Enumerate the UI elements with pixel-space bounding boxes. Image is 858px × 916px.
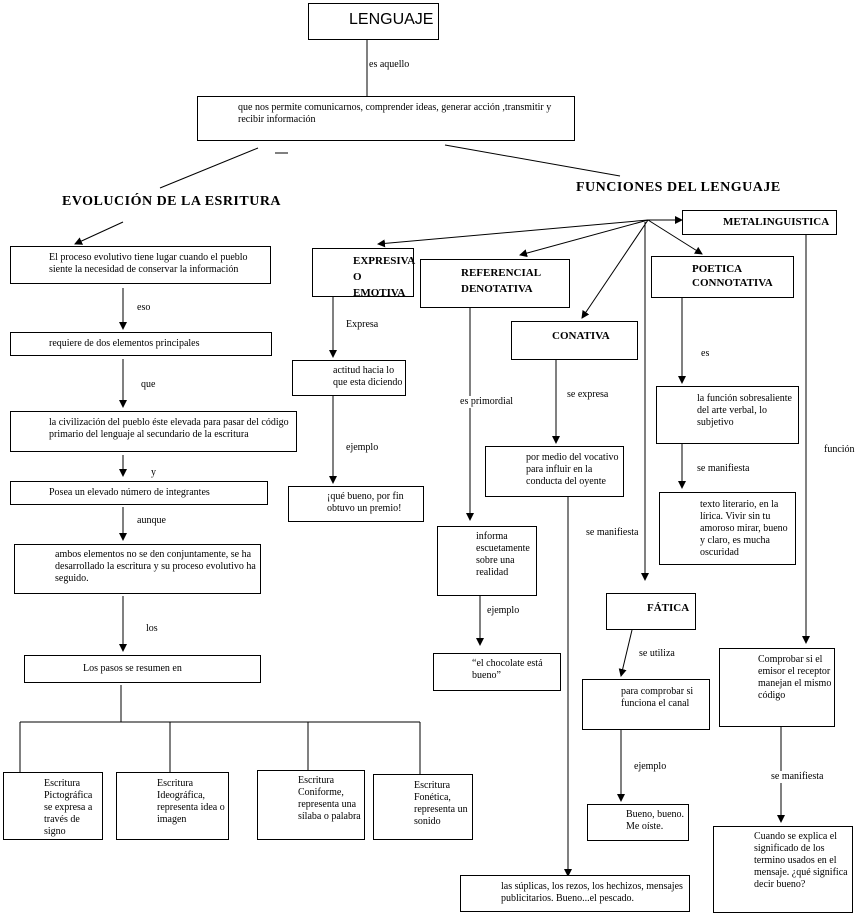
pasos-box: Los pasos se resumen en bbox=[24, 655, 261, 683]
comprobar-box: Comprobar si el emisor el receptor manej… bbox=[719, 648, 835, 727]
label-se-utiliza: se utiliza bbox=[639, 648, 675, 660]
posea-text: Posea un elevado número de integrantes bbox=[49, 487, 210, 498]
expresiva-box: EXPRESIVA O EMOTIVA bbox=[312, 248, 415, 299]
definicion-text: que nos permite comunicarnos, comprender… bbox=[238, 102, 552, 125]
proceso-box: El proceso evolutivo tiene lugar cuando … bbox=[10, 246, 271, 284]
civilizacion-box: la civilización del pueblo éste elevada … bbox=[10, 411, 297, 452]
label-los: los bbox=[146, 623, 158, 635]
label-referencial-ejemplo: ejemplo bbox=[487, 605, 520, 617]
label-poetica-es: es bbox=[701, 348, 710, 360]
posea-box: Posea un elevado número de integrantes bbox=[10, 481, 268, 505]
pasos-text: Los pasos se resumen en bbox=[83, 663, 182, 674]
escritura-fonetica-text: Escritura Fonética, representa un sonido bbox=[414, 780, 468, 827]
referencial-ejemplo-box: “el chocolate está bueno” bbox=[433, 653, 561, 691]
cuando-box: Cuando se explica el significado de los … bbox=[713, 826, 853, 913]
canal-box: para comprobar si funciona el canal bbox=[582, 679, 710, 730]
referencial-box: REFERENCIAL DENOTATIVA bbox=[420, 259, 570, 308]
civilizacion-text: la civilización del pueblo éste elevada … bbox=[49, 417, 289, 440]
informa-box: informa escuetamente sobre una realidad bbox=[437, 526, 537, 596]
comprobar-text: Comprobar si el emisor el receptor manej… bbox=[758, 654, 832, 701]
cuando-text: Cuando se explica el significado de los … bbox=[754, 831, 848, 890]
metalinguistica-box: METALINGUISTICA bbox=[682, 210, 837, 235]
referencial-title: REFERENCIAL DENOTATIVA bbox=[461, 267, 541, 295]
expresiva-title: EXPRESIVA O EMOTIVA bbox=[353, 255, 415, 299]
expresiva-ejemplo-text: ¡qué bueno, por fin obtuvo un premio! bbox=[327, 491, 404, 514]
vocativo-text: por medio del vocativo para influir en l… bbox=[526, 452, 619, 487]
label-es-primordial: es primordial bbox=[460, 396, 514, 408]
escritura-ideografica-box: Escritura Ideográfica, representa idea o… bbox=[116, 772, 229, 840]
informa-text: informa escuetamente sobre una realidad bbox=[476, 531, 530, 578]
definicion-box: que nos permite comunicarnos, comprender… bbox=[197, 96, 575, 141]
metalinguistica-title: METALINGUISTICA bbox=[723, 216, 830, 228]
conativa-title: CONATIVA bbox=[552, 330, 610, 342]
canal-text: para comprobar si funciona el canal bbox=[621, 686, 694, 709]
fatica-title: FÁTICA bbox=[647, 602, 690, 614]
label-expresiva-ejemplo: ejemplo bbox=[346, 442, 379, 454]
label-poetica-se-manifiesta: se manifiesta bbox=[697, 463, 750, 475]
label-meta-se-manifiesta: se manifiesta bbox=[771, 771, 824, 783]
lenguaje-title: LENGUAJE bbox=[349, 11, 434, 28]
fatica-box: FÁTICA bbox=[606, 593, 696, 630]
label-fatica-ejemplo: ejemplo bbox=[634, 761, 667, 773]
actitud-text: actitud hacia lo que esta diciendo bbox=[333, 365, 403, 388]
requiere-box: requiere de dos elementos principales bbox=[10, 332, 272, 356]
poetica-funcion-box: la función sobresaliente del arte verbal… bbox=[656, 386, 799, 444]
lenguaje-title-box: LENGUAJE bbox=[308, 3, 439, 40]
suplicas-text: las súplicas, los rezos, los hechizos, m… bbox=[501, 881, 683, 904]
label-aunque: aunque bbox=[137, 515, 166, 527]
proceso-text: El proceso evolutivo tiene lugar cuando … bbox=[49, 252, 248, 275]
funciones-heading: FUNCIONES DEL LENGUAJE bbox=[576, 180, 781, 195]
ambos-box: ambos elementos no se den conjuntamente,… bbox=[14, 544, 261, 594]
label-y: y bbox=[151, 467, 156, 479]
label-se-expresa: se expresa bbox=[567, 389, 609, 401]
label-eso: eso bbox=[137, 302, 151, 314]
evolucion-heading: EVOLUCIÓN DE LA ESRITURA bbox=[62, 194, 282, 209]
poetica-box: POETICA CONNOTATIVA bbox=[651, 256, 794, 298]
actitud-box: actitud hacia lo que esta diciendo bbox=[292, 360, 406, 396]
poetica-title: POETICA CONNOTATIVA bbox=[692, 263, 773, 289]
ambos-text: ambos elementos no se den conjuntamente,… bbox=[55, 549, 256, 584]
label-expresa: Expresa bbox=[346, 319, 379, 331]
conativa-box: CONATIVA bbox=[511, 321, 638, 360]
escritura-coniforme-text: Escritura Coniforme, representa una síla… bbox=[298, 775, 361, 822]
escritura-pictografica-box: Escritura Pictográfica se expresa a trav… bbox=[3, 772, 103, 840]
suplicas-box: las súplicas, los rezos, los hechizos, m… bbox=[460, 875, 690, 912]
texto-literario-box: texto literario, en la lírica. Vivir sin… bbox=[659, 492, 796, 565]
fatica-ejemplo-text: Bueno, bueno. Me oíste. bbox=[626, 809, 685, 832]
referencial-ejemplo-text: “el chocolate está bueno” bbox=[472, 658, 543, 681]
requiere-text: requiere de dos elementos principales bbox=[49, 338, 200, 349]
label-que: que bbox=[141, 379, 156, 391]
escritura-fonetica-box: Escritura Fonética, representa un sonido bbox=[373, 774, 473, 840]
escritura-ideografica-text: Escritura Ideográfica, representa idea o… bbox=[157, 778, 225, 825]
label-funcion: función bbox=[824, 444, 855, 456]
expresiva-ejemplo-box: ¡qué bueno, por fin obtuvo un premio! bbox=[288, 486, 424, 522]
texto-literario-text: texto literario, en la lírica. Vivir sin… bbox=[700, 499, 788, 558]
escritura-coniforme-box: Escritura Coniforme, representa una síla… bbox=[257, 770, 365, 840]
escritura-pictografica-text: Escritura Pictográfica se expresa a trav… bbox=[44, 778, 93, 837]
label-conativa-se-manifiesta: se manifiesta bbox=[586, 527, 639, 539]
vocativo-box: por medio del vocativo para influir en l… bbox=[485, 446, 624, 497]
poetica-funcion-text: la función sobresaliente del arte verbal… bbox=[697, 393, 792, 428]
label-es-aquello: es aquello bbox=[369, 59, 410, 71]
fatica-ejemplo-box: Bueno, bueno. Me oíste. bbox=[587, 804, 689, 841]
